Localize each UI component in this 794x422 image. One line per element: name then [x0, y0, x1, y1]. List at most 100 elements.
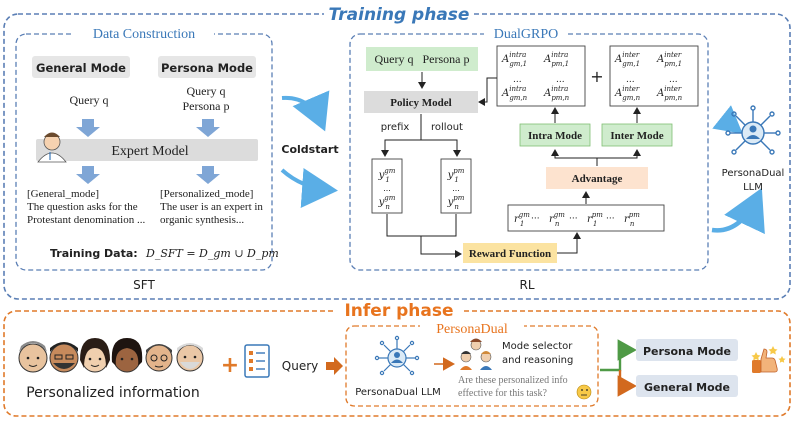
y-ellipsis: ...	[383, 183, 391, 193]
persona-rollout-stack	[440, 158, 472, 214]
svg-text:...: ...	[513, 75, 522, 85]
training-data-label: Training Data:	[50, 247, 138, 260]
coldstart-arrow-top	[281, 90, 330, 132]
general-output-line2: Protestant denomination ...	[27, 214, 145, 226]
persona-query-line2: Persona p	[183, 99, 230, 113]
inter-advantage-matrix	[609, 45, 699, 107]
advantage-box	[546, 167, 648, 189]
persona-query-line1: Query q	[187, 84, 226, 98]
persona-mode-label: Persona Mode	[161, 61, 253, 75]
thinking-emoji-icon	[576, 384, 592, 400]
intra-mode-label: Intra Mode	[528, 130, 582, 142]
data-construction-frame	[15, 33, 273, 271]
query-arrow-icon	[326, 357, 343, 375]
infer-general-mode-label: General Mode	[644, 381, 730, 394]
to-general-mode-arrow	[617, 370, 637, 397]
personalized-info-label: Personalized information	[26, 385, 200, 401]
persona-output-tag: [Personalized_mode]	[160, 188, 253, 200]
general-rollout-stack	[371, 158, 403, 214]
down-arrow-icon	[196, 166, 220, 184]
intra-advantage-matrix	[496, 45, 586, 107]
question-line2: effective for this task?	[458, 388, 548, 399]
general-query: Query q	[70, 93, 109, 107]
persona-output-line1: The user is an expert in	[160, 201, 263, 213]
doctor-icon	[37, 132, 67, 163]
down-arrow-icon	[76, 166, 100, 184]
plus-sign: +	[590, 67, 603, 86]
general-output-tag: [General_mode]	[27, 188, 99, 200]
svg-text:...: ...	[556, 75, 565, 85]
llm-network-icon	[374, 335, 420, 376]
svg-text:...: ...	[626, 75, 635, 85]
general-mode-box	[32, 56, 130, 78]
reward-function-label: Reward Function	[469, 248, 551, 260]
question-line1: Are these personalized info	[458, 375, 568, 386]
svg-text:···: ···	[606, 214, 615, 224]
llm-name-line2: LLM	[743, 182, 763, 193]
data-construction-title: Data Construction	[93, 27, 195, 42]
thumbs-up-stars-icon	[751, 346, 786, 373]
persona-mode-box	[158, 56, 256, 78]
expert-model-box	[36, 139, 258, 161]
svg-text:...: ...	[669, 75, 678, 85]
personadual-title: PersonaDual	[436, 322, 508, 337]
infer-general-mode-box	[636, 375, 738, 397]
expert-model-label: Expert Model	[111, 144, 188, 159]
general-output-line1: The question asks for the	[27, 201, 138, 213]
coldstart-arrow-bottom	[280, 168, 338, 208]
infer-persona-mode-box	[636, 339, 738, 361]
infer-plus-sign: +	[221, 353, 239, 378]
down-arrow-icon	[196, 119, 220, 137]
dualgrpo-to-llm-arrow	[712, 105, 743, 134]
infer-query-label: Query	[282, 359, 318, 373]
rollout-label: rollout	[431, 122, 463, 133]
personadual-llm-label: PersonaDual LLM	[355, 387, 441, 398]
people-group-icon	[460, 338, 492, 370]
coldstart-label: Coldstart	[281, 143, 338, 156]
training-data-formula: D_SFT = D_gm ∪ D_pm	[145, 247, 279, 260]
infer-persona-mode-label: Persona Mode	[643, 345, 731, 358]
sft-label: SFT	[133, 278, 155, 292]
checklist-icon	[244, 344, 270, 378]
y-ellipsis: ...	[452, 183, 460, 193]
down-arrow-icon	[76, 119, 100, 137]
prefix-label: prefix	[381, 122, 410, 133]
to-persona-mode-arrow	[600, 339, 637, 372]
inter-mode-box	[601, 123, 673, 147]
infer-phase-title: Infer phase	[344, 301, 453, 321]
general-mode-label: General Mode	[36, 61, 126, 75]
llm-network-icon	[725, 105, 781, 155]
personadual-frame	[345, 325, 599, 407]
advantage-label: Advantage	[572, 173, 623, 185]
policy-model-label: Policy Model	[390, 97, 451, 109]
mode-selector-line1: Mode selector	[502, 341, 573, 352]
llm-name-line1: PersonaDual	[722, 168, 785, 179]
dualgrpo-title: DualGRPO	[494, 27, 559, 42]
svg-text:···: ···	[569, 214, 578, 224]
training-to-llm-arrow	[711, 187, 765, 235]
query-persona-label: Query q Persona p	[375, 52, 470, 66]
training-phase-title: Training phase	[329, 5, 470, 25]
intra-mode-box	[519, 123, 591, 147]
policy-model-box	[364, 91, 478, 113]
query-persona-box	[366, 47, 478, 71]
reward-function-box	[463, 243, 557, 263]
rl-label: RL	[519, 278, 534, 292]
svg-text:···: ···	[531, 214, 540, 224]
mode-selector-line2: and reasoning	[502, 355, 573, 366]
inter-mode-label: Inter Mode	[610, 130, 663, 142]
person-faces-icon	[18, 338, 204, 373]
persona-output-line2: organic synthesis...	[160, 214, 244, 226]
rewards-row	[507, 204, 665, 232]
